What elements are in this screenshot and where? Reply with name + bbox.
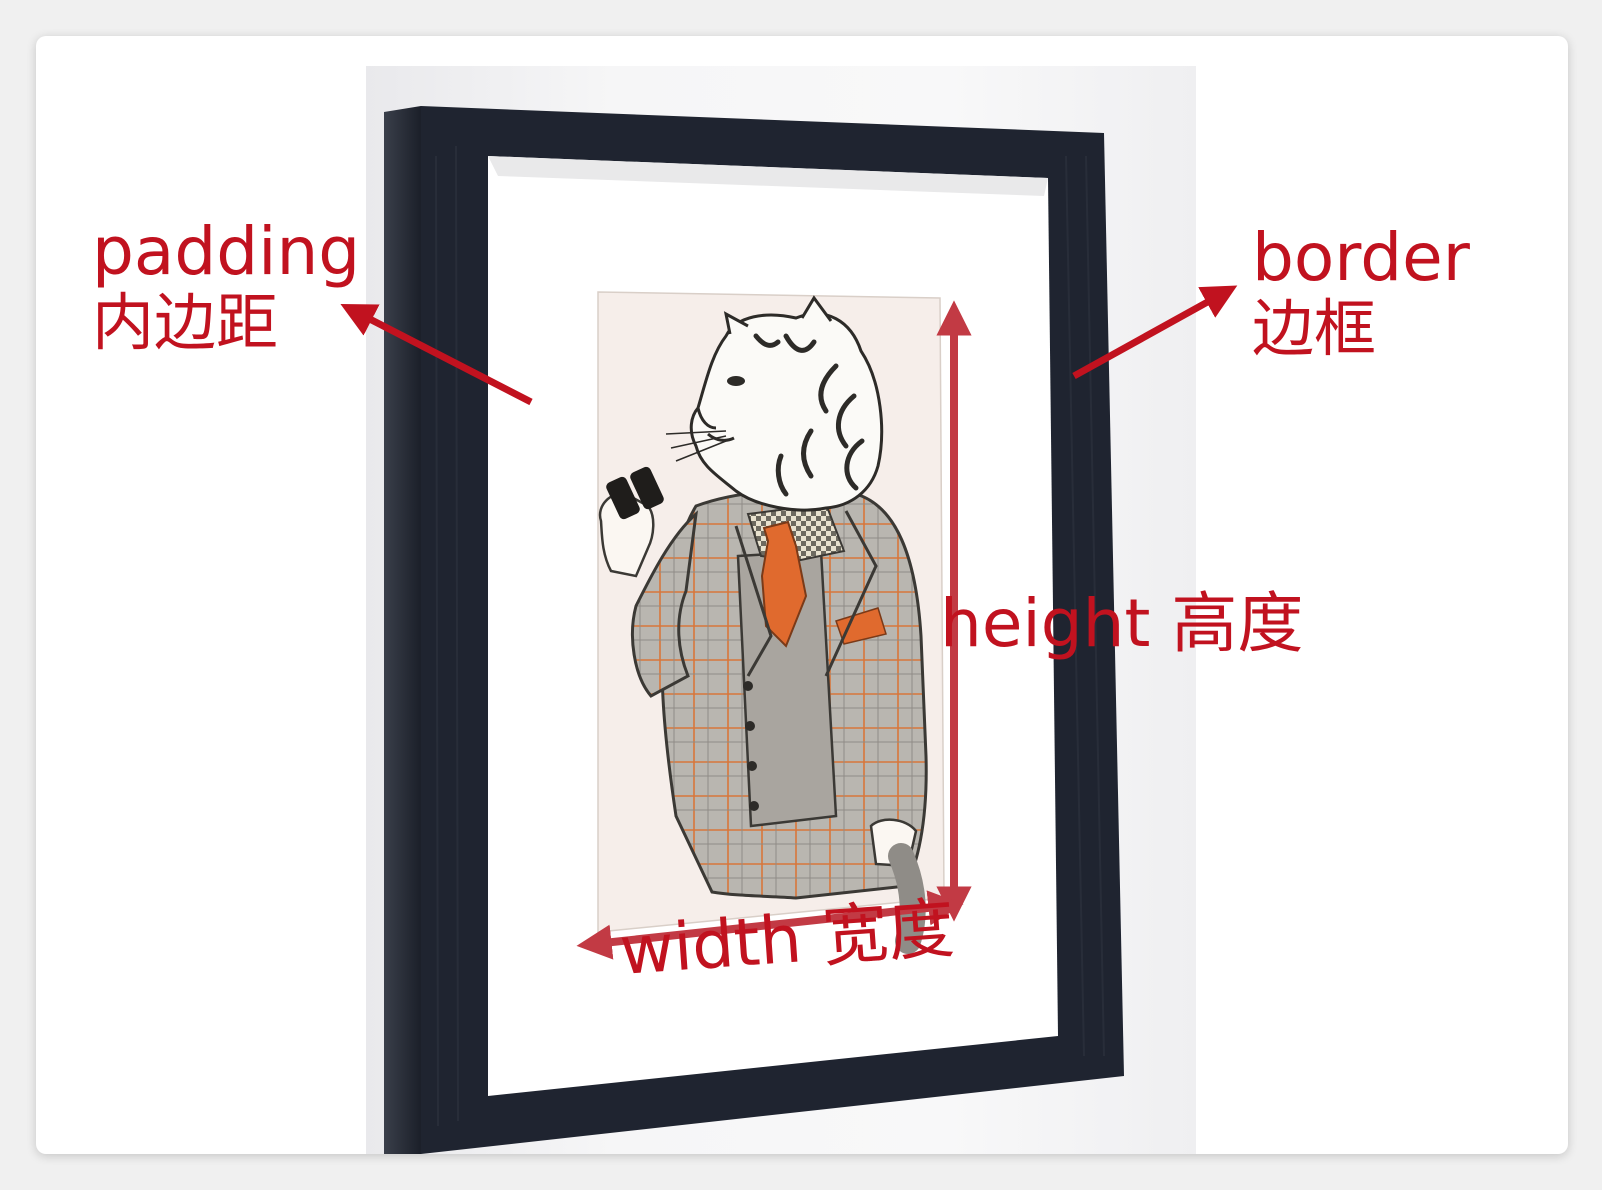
height-label: height 高度: [940, 585, 1304, 662]
border-arrow: [1072, 285, 1238, 380]
width-arrow: [576, 890, 964, 960]
padding-label-cn: 内边距: [92, 286, 279, 359]
padding-label: padding 内边距: [92, 216, 360, 358]
vest-buttons: [743, 681, 759, 811]
artwork: [597, 291, 945, 954]
pocket-square: [835, 607, 887, 645]
tie: [760, 520, 808, 648]
hand: [598, 492, 655, 578]
box-model-illustration: [340, 106, 1238, 1154]
figure-card: padding 内边距 border 边框 height 高度 width 宽度: [36, 36, 1568, 1154]
frame-side: [384, 106, 421, 1154]
tiger-illustration: [598, 295, 928, 954]
binoculars: [606, 466, 664, 520]
raised-arm: [630, 510, 699, 698]
padding-arrow: [340, 303, 533, 406]
annotation-arrows: [340, 285, 1238, 960]
border-label-cn: 边框: [1252, 292, 1377, 365]
border-label: border 边框: [1252, 222, 1470, 364]
border-label-en: border: [1252, 219, 1470, 296]
tiger-head: [665, 295, 884, 512]
padding-label-en: padding: [92, 213, 361, 290]
frame-mat-shadow: [488, 156, 1048, 196]
